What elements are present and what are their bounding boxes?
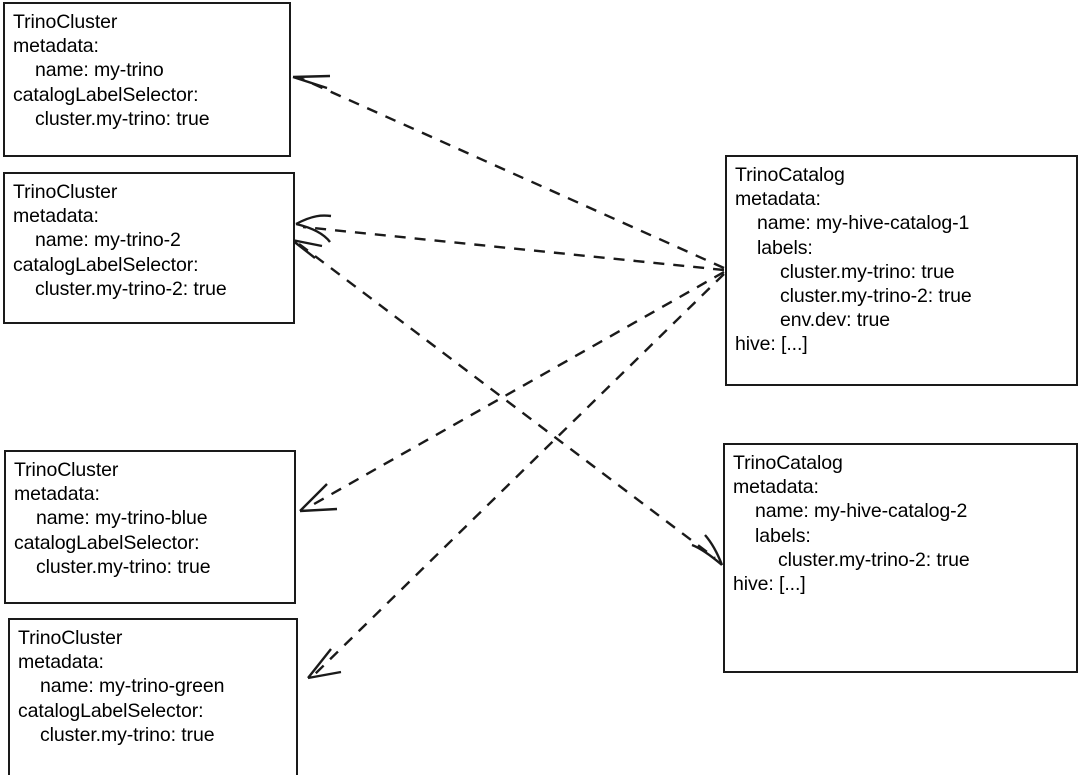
- node-body: TrinoCluster metadata: name: my-trino-2 …: [5, 174, 293, 301]
- node-line: cluster.my-trino: true: [40, 723, 215, 746]
- arrowhead-icon: [295, 214, 332, 243]
- edge-hive1-to-my-trino-green: [307, 273, 725, 680]
- edge-line: [299, 76, 725, 270]
- arrowhead-icon: [691, 534, 724, 566]
- node-line: TrinoCluster: [13, 11, 118, 33]
- node-cluster-my-trino-2[interactable]: TrinoCluster metadata: name: my-trino-2 …: [3, 172, 295, 324]
- node-cluster-my-trino-blue[interactable]: TrinoCluster metadata: name: my-trino-bl…: [4, 450, 296, 604]
- arrowhead-icon: [299, 483, 338, 513]
- node-line: metadata:: [14, 483, 100, 506]
- node-line: name: my-hive-catalog-2: [755, 500, 968, 523]
- node-line: hive: [...]: [733, 573, 806, 596]
- edge-line: [302, 225, 725, 272]
- edge-hive1-to-my-trino: [292, 74, 725, 270]
- node-line: cluster.my-trino: true: [36, 555, 211, 578]
- arrowhead-icon: [292, 74, 331, 90]
- edge-line: [298, 243, 716, 559]
- node-line: cluster.my-trino-2: true: [780, 285, 972, 308]
- edge-line: [314, 273, 725, 675]
- arrowhead-icon: [307, 648, 342, 680]
- node-line: catalogLabelSelector:: [14, 531, 200, 554]
- node-line: catalogLabelSelector:: [13, 253, 199, 276]
- node-body: TrinoCluster metadata: name: my-trino-gr…: [10, 620, 296, 747]
- node-line: cluster.my-trino: true: [35, 107, 210, 130]
- node-line: TrinoCatalog: [735, 164, 845, 186]
- edge-hive1-to-my-trino-blue: [299, 270, 725, 513]
- node-line: TrinoCatalog: [733, 452, 843, 474]
- node-line: name: my-trino: [35, 59, 164, 82]
- node-line: cluster.my-trino-2: true: [778, 548, 970, 571]
- node-line: labels:: [755, 524, 811, 547]
- node-body: TrinoCluster metadata: name: my-trino-bl…: [6, 452, 294, 579]
- node-line: metadata:: [18, 651, 104, 674]
- edge-line: [306, 270, 725, 510]
- node-line: catalogLabelSelector:: [13, 83, 199, 106]
- node-line: metadata:: [13, 35, 99, 58]
- node-catalog-hive-2[interactable]: TrinoCatalog metadata: name: my-hive-cat…: [723, 443, 1078, 673]
- node-line: metadata:: [735, 188, 821, 211]
- node-line: cluster.my-trino-2: true: [35, 277, 227, 300]
- node-line: TrinoCluster: [13, 181, 118, 203]
- node-line: TrinoCluster: [14, 459, 119, 481]
- node-line: hive: [...]: [735, 333, 808, 356]
- node-line: env.dev: true: [780, 309, 890, 332]
- node-body: TrinoCatalog metadata: name: my-hive-cat…: [725, 445, 1076, 596]
- node-line: name: my-trino-2: [35, 229, 181, 252]
- node-line: TrinoCluster: [18, 627, 123, 649]
- node-line: labels:: [757, 236, 813, 259]
- node-catalog-hive-1[interactable]: TrinoCatalog metadata: name: my-hive-cat…: [725, 155, 1078, 386]
- node-line: name: my-hive-catalog-1: [757, 212, 970, 235]
- node-line: name: my-trino-green: [40, 675, 225, 698]
- edge-hive2-to-my-trino-2: [291, 238, 724, 566]
- node-line: metadata:: [733, 476, 819, 499]
- node-line: catalogLabelSelector:: [18, 699, 204, 722]
- node-body: TrinoCatalog metadata: name: my-hive-cat…: [727, 157, 1076, 357]
- node-cluster-my-trino[interactable]: TrinoCluster metadata: name: my-trino ca…: [3, 2, 291, 157]
- node-line: name: my-trino-blue: [36, 507, 208, 530]
- node-line: cluster.my-trino: true: [780, 260, 955, 283]
- node-body: TrinoCluster metadata: name: my-trino ca…: [5, 4, 289, 131]
- arrowhead-icon: [291, 238, 323, 259]
- node-cluster-my-trino-green[interactable]: TrinoCluster metadata: name: my-trino-gr…: [8, 618, 298, 775]
- edge-hive1-to-my-trino-2: [295, 214, 725, 272]
- node-line: metadata:: [13, 205, 99, 228]
